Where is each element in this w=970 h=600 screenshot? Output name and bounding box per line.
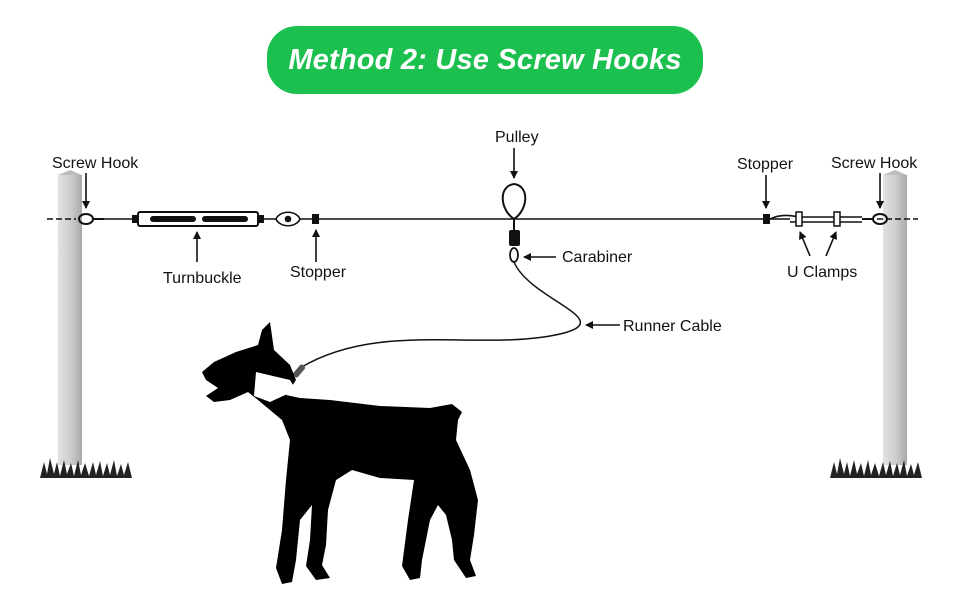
- label-turnbuckle: Turnbuckle: [163, 270, 242, 287]
- right-post: [883, 170, 907, 465]
- stopper-right: [763, 214, 770, 224]
- u-clamp-2: [833, 211, 841, 227]
- u-clamp-1: [795, 211, 803, 227]
- page-title: Method 2: Use Screw Hooks: [288, 43, 682, 76]
- cable-clasp: [293, 364, 305, 378]
- label-screw-hook-left: Screw Hook: [52, 155, 139, 172]
- label-runner-cable: Runner Cable: [623, 318, 722, 335]
- label-stopper-right: Stopper: [737, 156, 794, 173]
- annotation-arrows: [82, 148, 884, 329]
- title-banner: Method 2: Use Screw Hooks: [267, 26, 703, 94]
- dog-silhouette: [202, 322, 478, 584]
- grass-left: [40, 458, 132, 478]
- arrow-u-clamp-1: [799, 231, 811, 257]
- runner-cable: [299, 261, 581, 369]
- label-screw-hook-right: Screw Hook: [831, 155, 918, 172]
- left-post: [58, 170, 82, 465]
- screw-hook-right: [862, 213, 888, 225]
- stopper-left: [312, 214, 319, 224]
- label-u-clamps: U Clamps: [787, 264, 857, 281]
- grass-right: [830, 458, 922, 478]
- pulley: [501, 182, 527, 230]
- label-pulley: Pulley: [495, 129, 539, 146]
- arrow-u-clamp-2: [825, 231, 837, 257]
- snap-hook: [275, 211, 301, 227]
- turnbuckle: [132, 211, 264, 227]
- label-carabiner: Carabiner: [562, 249, 633, 266]
- carabiner: [509, 230, 520, 263]
- label-stopper-left: Stopper: [290, 264, 347, 281]
- screw-hook-left: [78, 213, 104, 225]
